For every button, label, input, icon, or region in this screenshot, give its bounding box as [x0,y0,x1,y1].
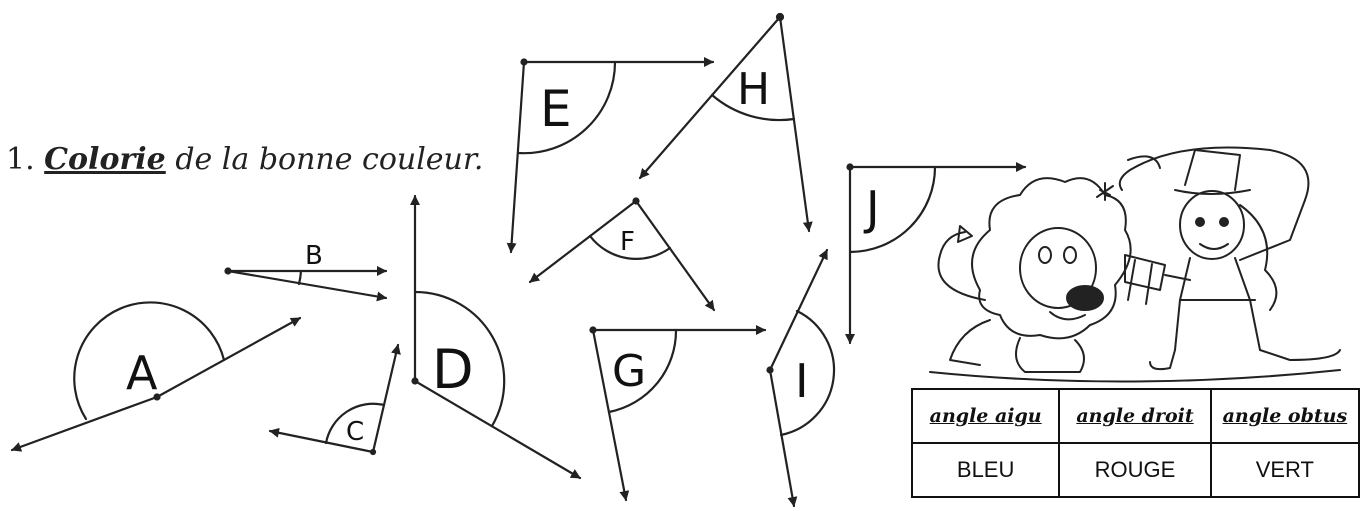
angle-g[interactable] [589,325,767,502]
angle-h[interactable] [638,12,813,233]
angle-label-i: I [795,354,809,408]
instruction-number: 1. [6,142,35,177]
angle-c[interactable] [268,343,401,456]
legend-color-right: ROUGE [1058,442,1212,498]
instruction-verb: Colorie [44,142,166,177]
angle-label-j: J [863,181,880,235]
legend-header-acute: angle aigu [910,388,1061,444]
angle-label-a: A [126,346,158,400]
instruction: 1. Colorie de la bonne couleur. [6,142,483,177]
angle-label-g: G [612,346,646,397]
angle-label-c: C [346,417,364,447]
angle-e[interactable] [506,57,715,254]
legend-header-right: angle droit [1058,388,1212,444]
angle-a[interactable] [10,301,302,452]
angle-label-e: E [540,80,572,138]
angle-i[interactable] [766,248,836,508]
legend-table: angle aigu angle droit angle obtus BLEU … [910,388,1360,498]
angle-j[interactable] [845,162,1027,345]
angle-f[interactable] [528,197,716,312]
angle-label-d: D [432,338,474,401]
legend-header-obtuse: angle obtus [1209,388,1360,444]
angle-label-f: F [620,227,635,257]
legend-color-acute: BLEU [910,442,1061,498]
angle-label-h: H [737,64,770,115]
legend-header-row: angle aigu angle droit angle obtus [910,388,1360,444]
angle-d[interactable] [410,194,582,480]
legend-color-row: BLEU ROUGE VERT [910,442,1360,498]
legend-color-obtuse: VERT [1209,442,1360,498]
instruction-text: de la bonne couleur. [175,142,484,177]
angle-b[interactable] [224,266,388,302]
lion-tamer-illustration [929,146,1341,383]
angle-label-b: B [305,241,323,271]
